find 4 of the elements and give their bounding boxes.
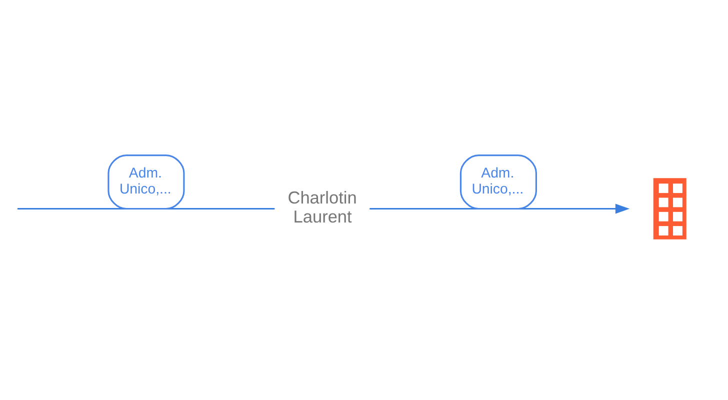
node-text: Charlotin Laurent — [288, 187, 357, 226]
edge-label: Adm. Unico,... — [472, 164, 524, 196]
edge-label: Adm. Unico,... — [119, 164, 172, 196]
node-picture — [653, 178, 686, 239]
